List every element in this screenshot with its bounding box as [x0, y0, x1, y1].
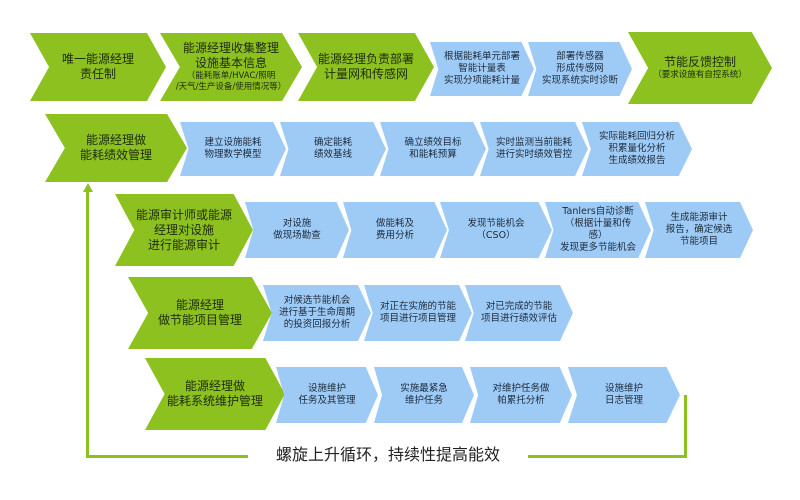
- step-label: 实施最紧急 维护任务: [400, 383, 448, 406]
- row-responsibility-step-4: 根据能耗单元部署 智能计量表 实现分项能耗计量: [430, 42, 534, 96]
- step-label: 根据能耗单元部署 智能计量表 实现分项能耗计量: [444, 51, 521, 86]
- step-text: 实施最紧急 维护任务: [386, 383, 462, 407]
- step-text: 生成能源审计 报告，确定候选 节能项目: [652, 212, 747, 248]
- step-label: 对设施 做现场勘查: [273, 218, 321, 241]
- step-label: 能源审计师或能源 经理对设施 进行能源审计: [135, 207, 232, 252]
- step-text: 能源经理负责部署 计量网和传感网: [304, 52, 428, 82]
- step-label: 做能耗及 费用分析: [375, 218, 414, 241]
- step-label: 能源经理 做节能项目管理: [157, 298, 242, 327]
- step-text: 对候选节能机会 进行基于生命周期 的投资回报分析: [265, 295, 369, 331]
- row-responsibility-step-3: 能源经理负责部署 计量网和传感网: [298, 33, 434, 101]
- row-audit-step-5: Tanlers自动诊断 （根据计量和传感） 发现更多节能机会: [545, 202, 651, 258]
- step-label: 节能反馈控制: [663, 55, 736, 69]
- step-text: 对维护任务做 帕累托分析: [478, 383, 563, 407]
- row-maintenance-step-2: 设施维护 任务及其管理: [276, 367, 378, 423]
- row-responsibility-step-1: 唯一能源经理 责任制: [30, 33, 166, 101]
- step-label: Tanlers自动诊断 （根据计量和传感） 发现更多节能机会: [559, 206, 636, 253]
- step-text: 能源经理 做节能项目管理: [144, 298, 256, 328]
- row-audit-step-3: 做能耗及 费用分析: [343, 202, 447, 258]
- loop-label: 螺旋上升循环，持续性提高能效: [248, 443, 528, 467]
- step-label: 唯一能源经理 责任制: [61, 52, 134, 81]
- step-label: 设施维护 任务及其管理: [298, 383, 356, 406]
- step-text: 做能耗及 费用分析: [362, 218, 428, 242]
- row-performance-step-2: 建立设施能耗 物理数学模型: [180, 122, 286, 176]
- step-text: 设施维护 日志管理: [591, 383, 657, 407]
- loop-line-left: [86, 190, 89, 458]
- step-text: 部署传感器 形成传感网 实现系统实时诊断: [528, 51, 632, 87]
- step-sublabel: （要求设施有自控系统）: [653, 70, 747, 80]
- row-audit-step-2: 对设施 做现场勘查: [245, 202, 349, 258]
- step-label: 对维护任务做 帕累托分析: [492, 383, 550, 406]
- step-text: 对设施 做现场勘查: [259, 218, 335, 242]
- step-text: 能源审计师或能源 经理对设施 进行能源审计: [122, 208, 246, 253]
- step-text: 发现节能机会 （CSO）: [453, 218, 538, 242]
- row-performance-step-3: 确定能耗 绩效基线: [280, 122, 386, 176]
- row-performance-step-4: 确立绩效目标 和能耗预算: [380, 122, 486, 176]
- row-performance-step-6: 实际能耗回归分析 积累量化分析 生成绩效报告: [582, 122, 692, 176]
- row-audit-step-4: 发现节能机会 （CSO）: [440, 202, 552, 258]
- step-text: 实时监测当前能耗 进行实时绩效管控: [482, 137, 586, 161]
- step-text: 实际能耗回归分析 积累量化分析 生成绩效报告: [585, 131, 689, 167]
- step-label: 能源经理收集整理 设施基本信息: [182, 41, 279, 70]
- row-projects-step-4: 对已完成的节能 项目进行绩效评估: [465, 285, 573, 341]
- step-label: 设施维护 日志管理: [604, 383, 643, 406]
- row-responsibility-step-2: 能源经理收集整理 设施基本信息（能耗账单/HVAC/照明 /天气/生产设备/使用…: [160, 33, 302, 101]
- loop-arrow-head-icon: [83, 183, 93, 192]
- step-text: 节能反馈控制（要求设施有自控系统）: [639, 55, 761, 81]
- step-label: 建立设施能耗 物理数学模型: [204, 137, 262, 160]
- loop-line-right: [684, 395, 687, 457]
- step-label: 生成能源审计 报告，确定候选 节能项目: [665, 212, 733, 247]
- row-projects-step-2: 对候选节能机会 进行基于生命周期 的投资回报分析: [263, 285, 371, 341]
- row-projects-step-3: 对正在实施的节能 项目进行项目管理: [364, 285, 472, 341]
- step-text: 确定能耗 绩效基线: [300, 137, 366, 161]
- row-audit-step-1: 能源审计师或能源 经理对设施 进行能源审计: [115, 194, 253, 266]
- step-label: 发现节能机会 （CSO）: [467, 218, 525, 241]
- step-text: 确立绩效目标 和能耗预算: [390, 137, 475, 161]
- row-responsibility-step-5: 部署传感器 形成传感网 实现系统实时诊断: [528, 42, 632, 96]
- step-text: Tanlers自动诊断 （根据计量和传感） 发现更多节能机会: [545, 206, 651, 254]
- step-text: 设施维护 任务及其管理: [284, 383, 369, 407]
- step-text: 根据能耗单元部署 智能计量表 实现分项能耗计量: [430, 51, 534, 87]
- row-projects-step-1: 能源经理 做节能项目管理: [128, 277, 272, 349]
- step-label: 确立绩效目标 和能耗预算: [404, 137, 462, 160]
- step-label: 能源经理负责部署 计量网和传感网: [317, 52, 414, 81]
- step-label: 能源经理做 能耗系统维护管理: [166, 379, 263, 408]
- step-label: 对已完成的节能 项目进行绩效评估: [480, 301, 557, 324]
- row-responsibility-step-6: 节能反馈控制（要求设施有自控系统）: [628, 32, 772, 104]
- step-label: 确定能耗 绩效基线: [313, 137, 352, 160]
- step-label: 部署传感器 形成传感网 实现系统实时诊断: [542, 51, 619, 86]
- step-text: 能源经理收集整理 设施基本信息（能耗账单/HVAC/照明 /天气/生产设备/使用…: [162, 41, 301, 93]
- row-maintenance-step-1: 能源经理做 能耗系统维护管理: [145, 358, 285, 430]
- row-maintenance-step-4: 对维护任务做 帕累托分析: [470, 367, 572, 423]
- step-label: 实际能耗回归分析 积累量化分析 生成绩效报告: [598, 131, 675, 166]
- step-text: 对正在实施的节能 项目进行项目管理: [366, 301, 470, 325]
- step-text: 能源经理做 能耗绩效管理: [66, 133, 166, 163]
- row-maintenance-step-3: 实施最紧急 维护任务: [374, 367, 474, 423]
- step-sublabel: （能耗账单/HVAC/照明 /天气/生产设备/使用情况等）: [175, 71, 287, 92]
- step-label: 能源经理做 能耗绩效管理: [79, 133, 152, 162]
- step-label: 实时监测当前能耗 进行实时绩效管控: [495, 137, 572, 160]
- row-performance-step-1: 能源经理做 能耗绩效管理: [45, 114, 187, 182]
- step-text: 能源经理做 能耗系统维护管理: [153, 379, 277, 409]
- row-performance-step-5: 实时监测当前能耗 进行实时绩效管控: [480, 122, 588, 176]
- row-audit-step-6: 生成能源审计 报告，确定候选 节能项目: [645, 202, 753, 258]
- step-text: 对已完成的节能 项目进行绩效评估: [467, 301, 571, 325]
- step-label: 对候选节能机会 进行基于生命周期 的投资回报分析: [278, 295, 355, 330]
- step-text: 唯一能源经理 责任制: [48, 52, 148, 82]
- row-maintenance-step-5: 设施维护 日志管理: [568, 367, 680, 423]
- step-label: 对正在实施的节能 项目进行项目管理: [379, 301, 456, 324]
- step-text: 建立设施能耗 物理数学模型: [190, 137, 275, 161]
